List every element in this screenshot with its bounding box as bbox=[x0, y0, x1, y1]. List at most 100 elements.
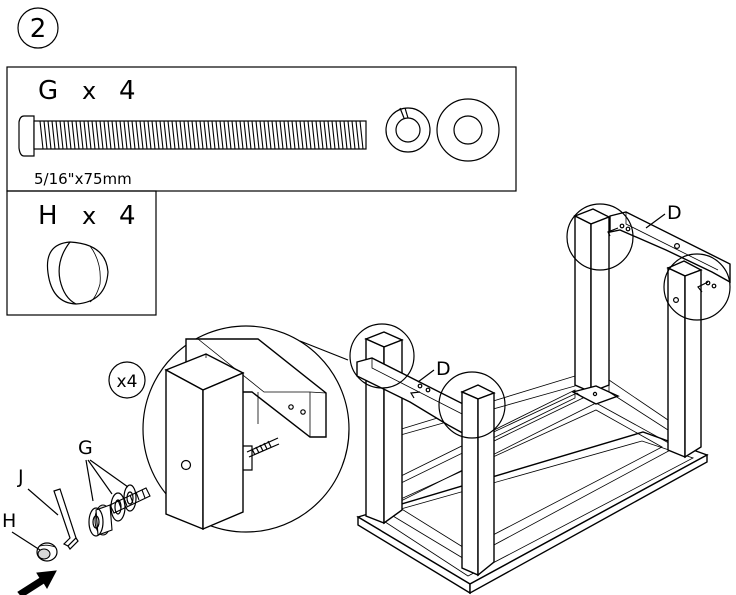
bolt-thread-line bbox=[67, 120, 72, 150]
bolt-thread-line bbox=[215, 120, 220, 150]
bolt-thread-line bbox=[207, 120, 212, 150]
bolt-thread-line bbox=[343, 120, 348, 150]
bolt-thread-line bbox=[71, 120, 76, 150]
zoom-circle-back-left bbox=[566, 203, 634, 271]
lock-washer-icon bbox=[385, 107, 431, 153]
step-number-badge: 2 bbox=[17, 7, 59, 49]
bolt-thread-line bbox=[327, 120, 332, 150]
bolt-thread-line bbox=[299, 120, 304, 150]
bolt-thread-line bbox=[171, 120, 176, 150]
bolt-thread-line bbox=[151, 120, 156, 150]
bolt-thread-line bbox=[155, 120, 160, 150]
leader-g-3 bbox=[89, 459, 129, 488]
bolt-thread-line bbox=[111, 120, 116, 150]
leader-d-left bbox=[417, 369, 435, 383]
bolt-thread-line bbox=[191, 120, 196, 150]
bolt-thread-line bbox=[275, 120, 280, 150]
leader-d-right bbox=[645, 213, 666, 229]
table-top bbox=[356, 431, 709, 595]
zoom-circle-front-left bbox=[349, 323, 415, 389]
detail-leg bbox=[164, 353, 245, 531]
bolt-thread-line bbox=[303, 120, 308, 150]
exploded-lock-washer bbox=[110, 492, 126, 522]
bolt-thread-line bbox=[359, 120, 364, 150]
zoom-circle-front-right bbox=[438, 371, 506, 439]
insert-arrow-3 bbox=[410, 391, 421, 399]
detail-quantity-label: x4 bbox=[117, 372, 138, 392]
detail-rail-hole-1 bbox=[288, 404, 294, 410]
bolt-thread-line bbox=[199, 120, 204, 150]
exploded-bolt-head bbox=[88, 504, 113, 537]
bolt-thread-line bbox=[175, 120, 180, 150]
parts-box-h-frame bbox=[6, 190, 157, 316]
detail-screw bbox=[246, 437, 280, 458]
label-j: J bbox=[17, 466, 24, 488]
bolt-thread-line bbox=[115, 120, 120, 150]
bolt-thread-line bbox=[315, 120, 320, 150]
cap-nut-icon bbox=[46, 241, 109, 305]
bolt-thread-line bbox=[239, 120, 244, 150]
bolt-thread-line bbox=[319, 120, 324, 150]
bolt-thread-line bbox=[47, 120, 52, 150]
exploded-cap-nut bbox=[36, 542, 58, 562]
label-g: G bbox=[78, 437, 93, 459]
bolt-thread-line bbox=[91, 120, 96, 150]
bolt-thread-line bbox=[291, 120, 296, 150]
bolt-thread-line bbox=[271, 120, 276, 150]
bolt-thread-line bbox=[83, 120, 88, 150]
bolt-thread-line bbox=[127, 120, 132, 150]
bolt-thread-line bbox=[107, 120, 112, 150]
bolt-thread-line bbox=[75, 120, 80, 150]
bolt-thread-line bbox=[159, 120, 164, 150]
bolt-thread-line bbox=[43, 120, 48, 150]
bolt-thread-line bbox=[219, 120, 224, 150]
bolt-thread-line bbox=[243, 120, 248, 150]
bolt-thread-line bbox=[255, 120, 260, 150]
bolt-thread-line bbox=[143, 120, 148, 150]
allen-key-icon bbox=[53, 488, 79, 550]
part-g-qty: 4 bbox=[119, 76, 136, 106]
detail-quantity-badge: x4 bbox=[108, 361, 146, 399]
bolt-thread-line bbox=[123, 120, 128, 150]
bolt-thread-line bbox=[55, 120, 60, 150]
bolt-icon bbox=[18, 115, 367, 157]
bolt-thread-line bbox=[287, 120, 292, 150]
detail-leg-hole bbox=[180, 459, 192, 471]
step-circle bbox=[17, 7, 59, 49]
bolt-thread-line bbox=[347, 120, 352, 150]
bolt-thread-line bbox=[223, 120, 228, 150]
bolt-thread-line bbox=[119, 120, 124, 150]
bolt-thread-line bbox=[163, 120, 168, 150]
bolt-thread-line bbox=[335, 120, 340, 150]
bolt-thread-line bbox=[351, 120, 356, 150]
bolt-thread-line bbox=[183, 120, 188, 150]
part-g-size: 5/16"x75mm bbox=[34, 170, 132, 188]
bolt-threads bbox=[39, 120, 364, 150]
zoom-circle-back-right bbox=[663, 253, 731, 321]
bolt-thread-line bbox=[99, 120, 104, 150]
bolt-thread-line bbox=[267, 120, 272, 150]
leg-front-right bbox=[666, 260, 703, 459]
part-g-letter: G bbox=[38, 76, 58, 106]
bolt-thread-line bbox=[179, 120, 184, 150]
part-g-times: x bbox=[82, 77, 96, 105]
part-h-qty: 4 bbox=[119, 201, 136, 231]
bolt-thread-line bbox=[147, 120, 152, 150]
bolt-thread-line bbox=[235, 120, 240, 150]
bolt-thread-line bbox=[87, 120, 92, 150]
parts-box-g: G x 4 5/16"x75mm bbox=[6, 66, 517, 192]
bolt-thread-line bbox=[95, 120, 100, 150]
detail-callout bbox=[142, 325, 350, 533]
bolt-thread-line bbox=[167, 120, 172, 150]
part-h-times: x bbox=[82, 202, 96, 230]
flat-washer-icon bbox=[436, 98, 500, 162]
detail-leader-line bbox=[299, 340, 349, 361]
leg-front-middle bbox=[460, 384, 496, 577]
hardware-exploded bbox=[17, 484, 151, 595]
parts-box-g-frame bbox=[6, 66, 517, 192]
insert-arrow-1 bbox=[607, 227, 619, 237]
bolt-thread-line bbox=[63, 120, 68, 150]
bolt-thread-line bbox=[231, 120, 236, 150]
bolt-thread-line bbox=[103, 120, 108, 150]
